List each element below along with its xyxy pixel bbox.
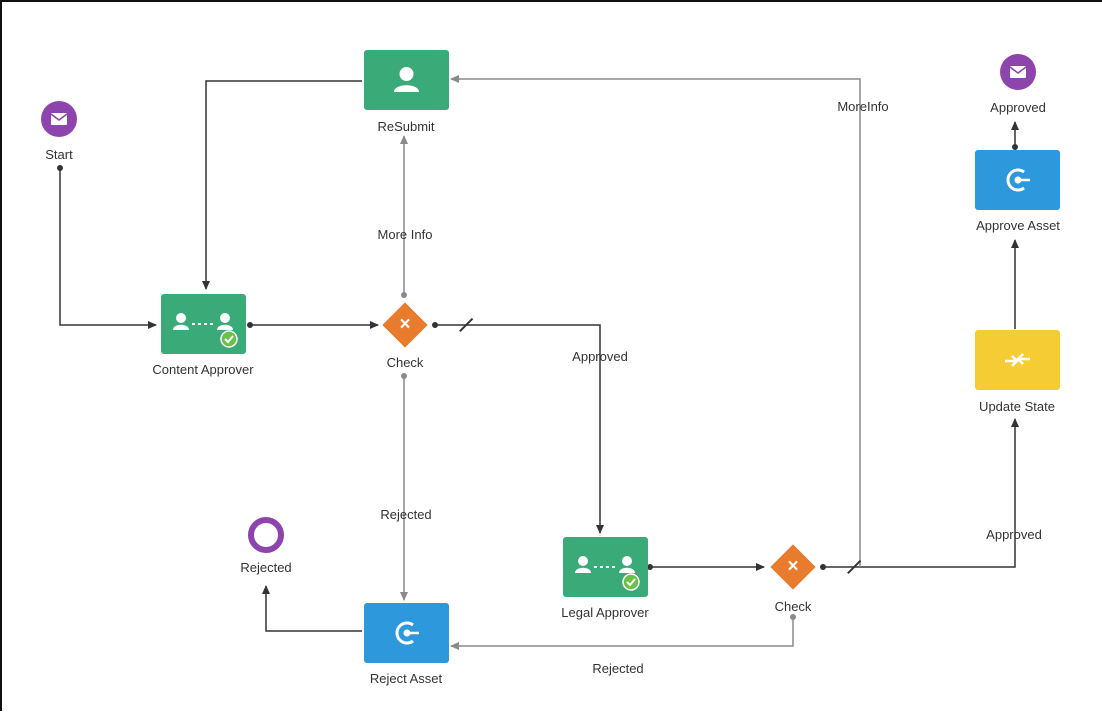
content-approver-task[interactable] — [161, 294, 246, 354]
check-gateway-label: Check — [386, 355, 424, 370]
rejected-end-event[interactable] — [248, 517, 284, 553]
edge-label-rejected-2: Rejected — [592, 661, 644, 676]
approve-asset-label: Approve Asset — [976, 218, 1060, 233]
resubmit-label: ReSubmit — [377, 119, 435, 134]
edge-check-to-legal-approver-approved[interactable] — [435, 324, 604, 534]
approval-task-icon — [173, 313, 238, 348]
rejected-end-label: Rejected — [240, 560, 292, 575]
update-state-label: Update State — [979, 399, 1055, 414]
reject-asset-task[interactable] — [364, 603, 449, 663]
edge-start-to-content-approver[interactable] — [59, 168, 157, 329]
legal-approver-task[interactable] — [563, 537, 648, 597]
resubmit-task[interactable] — [364, 50, 449, 110]
approved-end-label: Approved — [990, 100, 1046, 115]
envelope-icon — [50, 113, 68, 125]
update-state-task[interactable] — [975, 330, 1060, 390]
edge-label-rejected-1: Rejected — [380, 507, 432, 522]
service-icon — [395, 621, 419, 645]
content-approver-label: Content Approver — [152, 362, 254, 377]
edge-check-to-reject-asset-rejected-2[interactable] — [450, 617, 794, 650]
edge-check-to-update-state-approved[interactable] — [823, 418, 1019, 568]
user-icon — [394, 67, 419, 92]
edge-label-moreinfo: MoreInfo — [837, 99, 889, 114]
envelope-icon — [1009, 66, 1027, 78]
approved-end-event[interactable] — [1000, 54, 1036, 90]
edge-label-more-info: More Info — [377, 227, 433, 242]
approve-asset-task[interactable] — [975, 150, 1060, 210]
approval-task-icon — [575, 556, 640, 591]
start-event[interactable] — [41, 101, 77, 137]
legal-approver-label: Legal Approver — [561, 605, 649, 620]
service-icon — [1006, 168, 1030, 192]
edge-label-approved-1: Approved — [572, 349, 628, 364]
x-icon: × — [787, 556, 799, 577]
check-gateway[interactable]: × — [382, 302, 428, 348]
merge-arrows-icon — [1005, 353, 1030, 367]
x-icon: × — [399, 314, 411, 335]
reject-asset-label: Reject Asset — [369, 671, 443, 686]
check-gateway-2-label: Check — [774, 599, 812, 614]
start-event-label: Start — [45, 147, 73, 162]
edge-check-to-resubmit-moreinfo[interactable] — [450, 75, 861, 567]
edge-resubmit-to-content-approver[interactable] — [202, 80, 362, 290]
edge-reject-asset-to-rejected[interactable] — [262, 585, 362, 632]
check-gateway-2[interactable]: × — [770, 544, 816, 590]
edge-label-approved-2: Approved — [986, 527, 1042, 542]
